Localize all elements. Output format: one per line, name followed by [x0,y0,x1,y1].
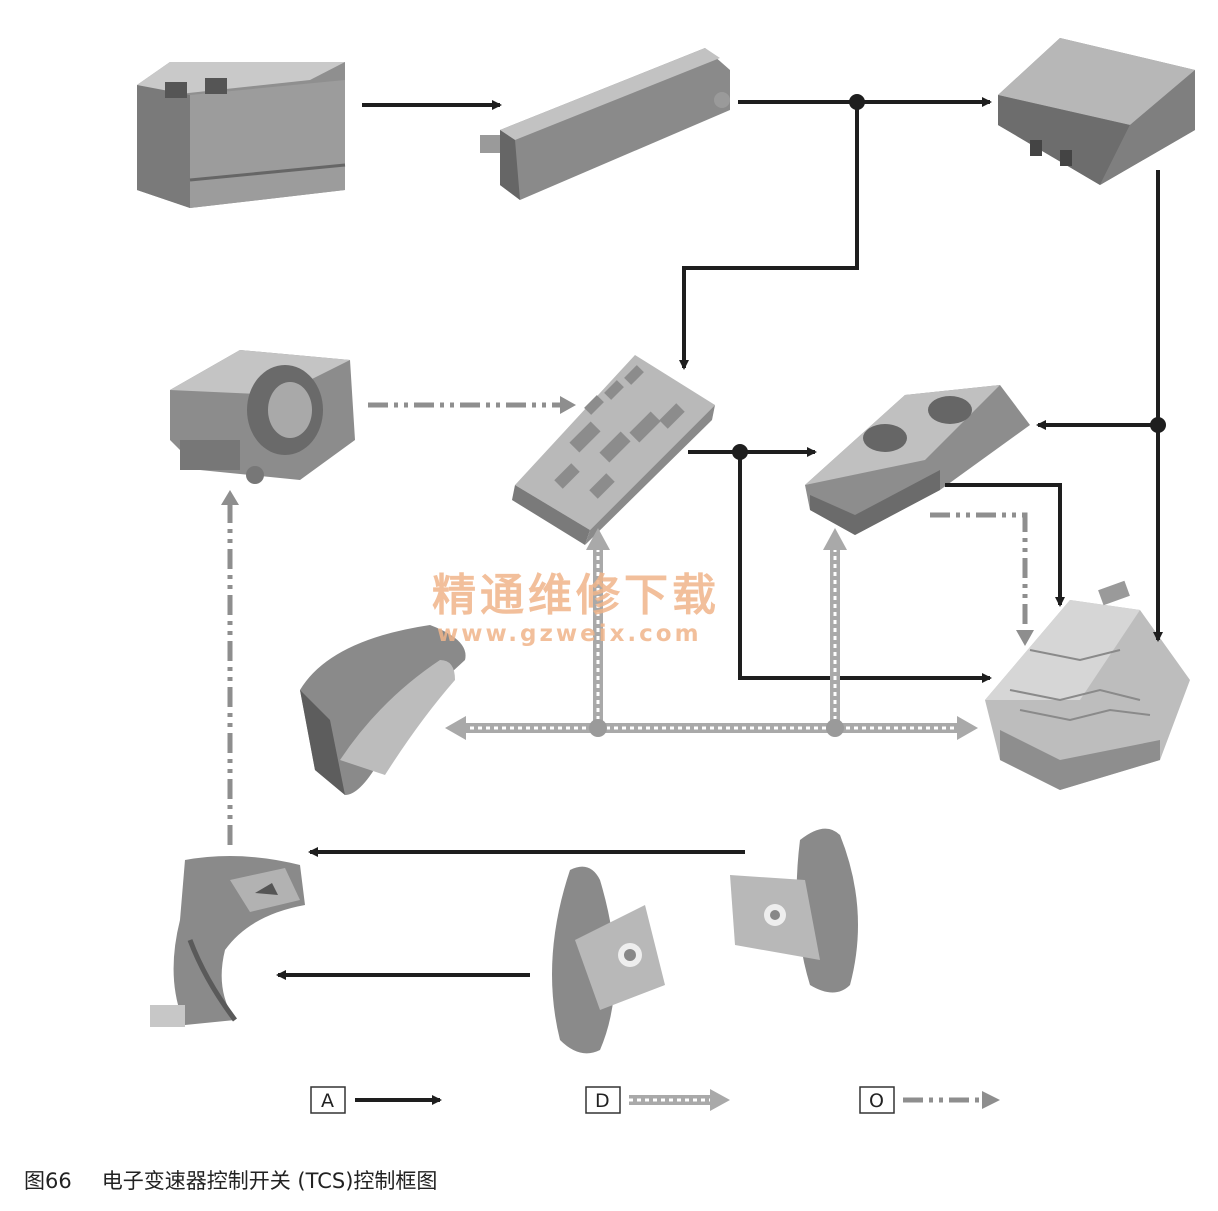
instrument-cluster [300,625,466,795]
tcs-switch-unit [805,385,1030,535]
legend-key-o: O [869,1090,884,1112]
figure-number: 图66 [24,1169,72,1193]
battery-component [137,62,346,208]
connections [221,94,1166,980]
link-tcs-to-tcm-dashdot [930,512,1028,630]
figure-caption: 图66 电子变速器控制开关 (TCS)控制框图 [24,1165,467,1195]
junction-dots [732,94,1166,460]
legend-item-a: A [310,1086,442,1114]
watermark-text: 精通维修下载 [432,570,720,621]
shift-paddle-left [552,866,665,1054]
watermark: 精通维修下载 www.gzweix.com [432,570,720,647]
transmission-control-module [985,580,1190,790]
legend-key-d: D [595,1090,610,1112]
steering-wheel-switch [150,856,305,1027]
control-unit-top-right [998,38,1195,185]
legend-item-d: D [585,1086,730,1114]
legend-item-o: O [859,1086,1000,1114]
shift-paddle-right [730,828,858,993]
link-tcs-to-tcm [945,483,1065,607]
steering-column-module [170,350,355,484]
data-bus [445,528,978,740]
legend-key-a: A [321,1090,334,1112]
figure-caption-text: 电子变速器控制开关 (TCS)控制框图 [101,1169,438,1193]
body-control-module [512,355,715,545]
power-distribution-module [480,48,730,200]
legend: A D O [310,1086,1000,1114]
watermark-url: www.gzweix.com [437,621,702,647]
link-bcm-to-tcm [738,452,992,683]
link-junction-to-bcm [679,102,859,370]
